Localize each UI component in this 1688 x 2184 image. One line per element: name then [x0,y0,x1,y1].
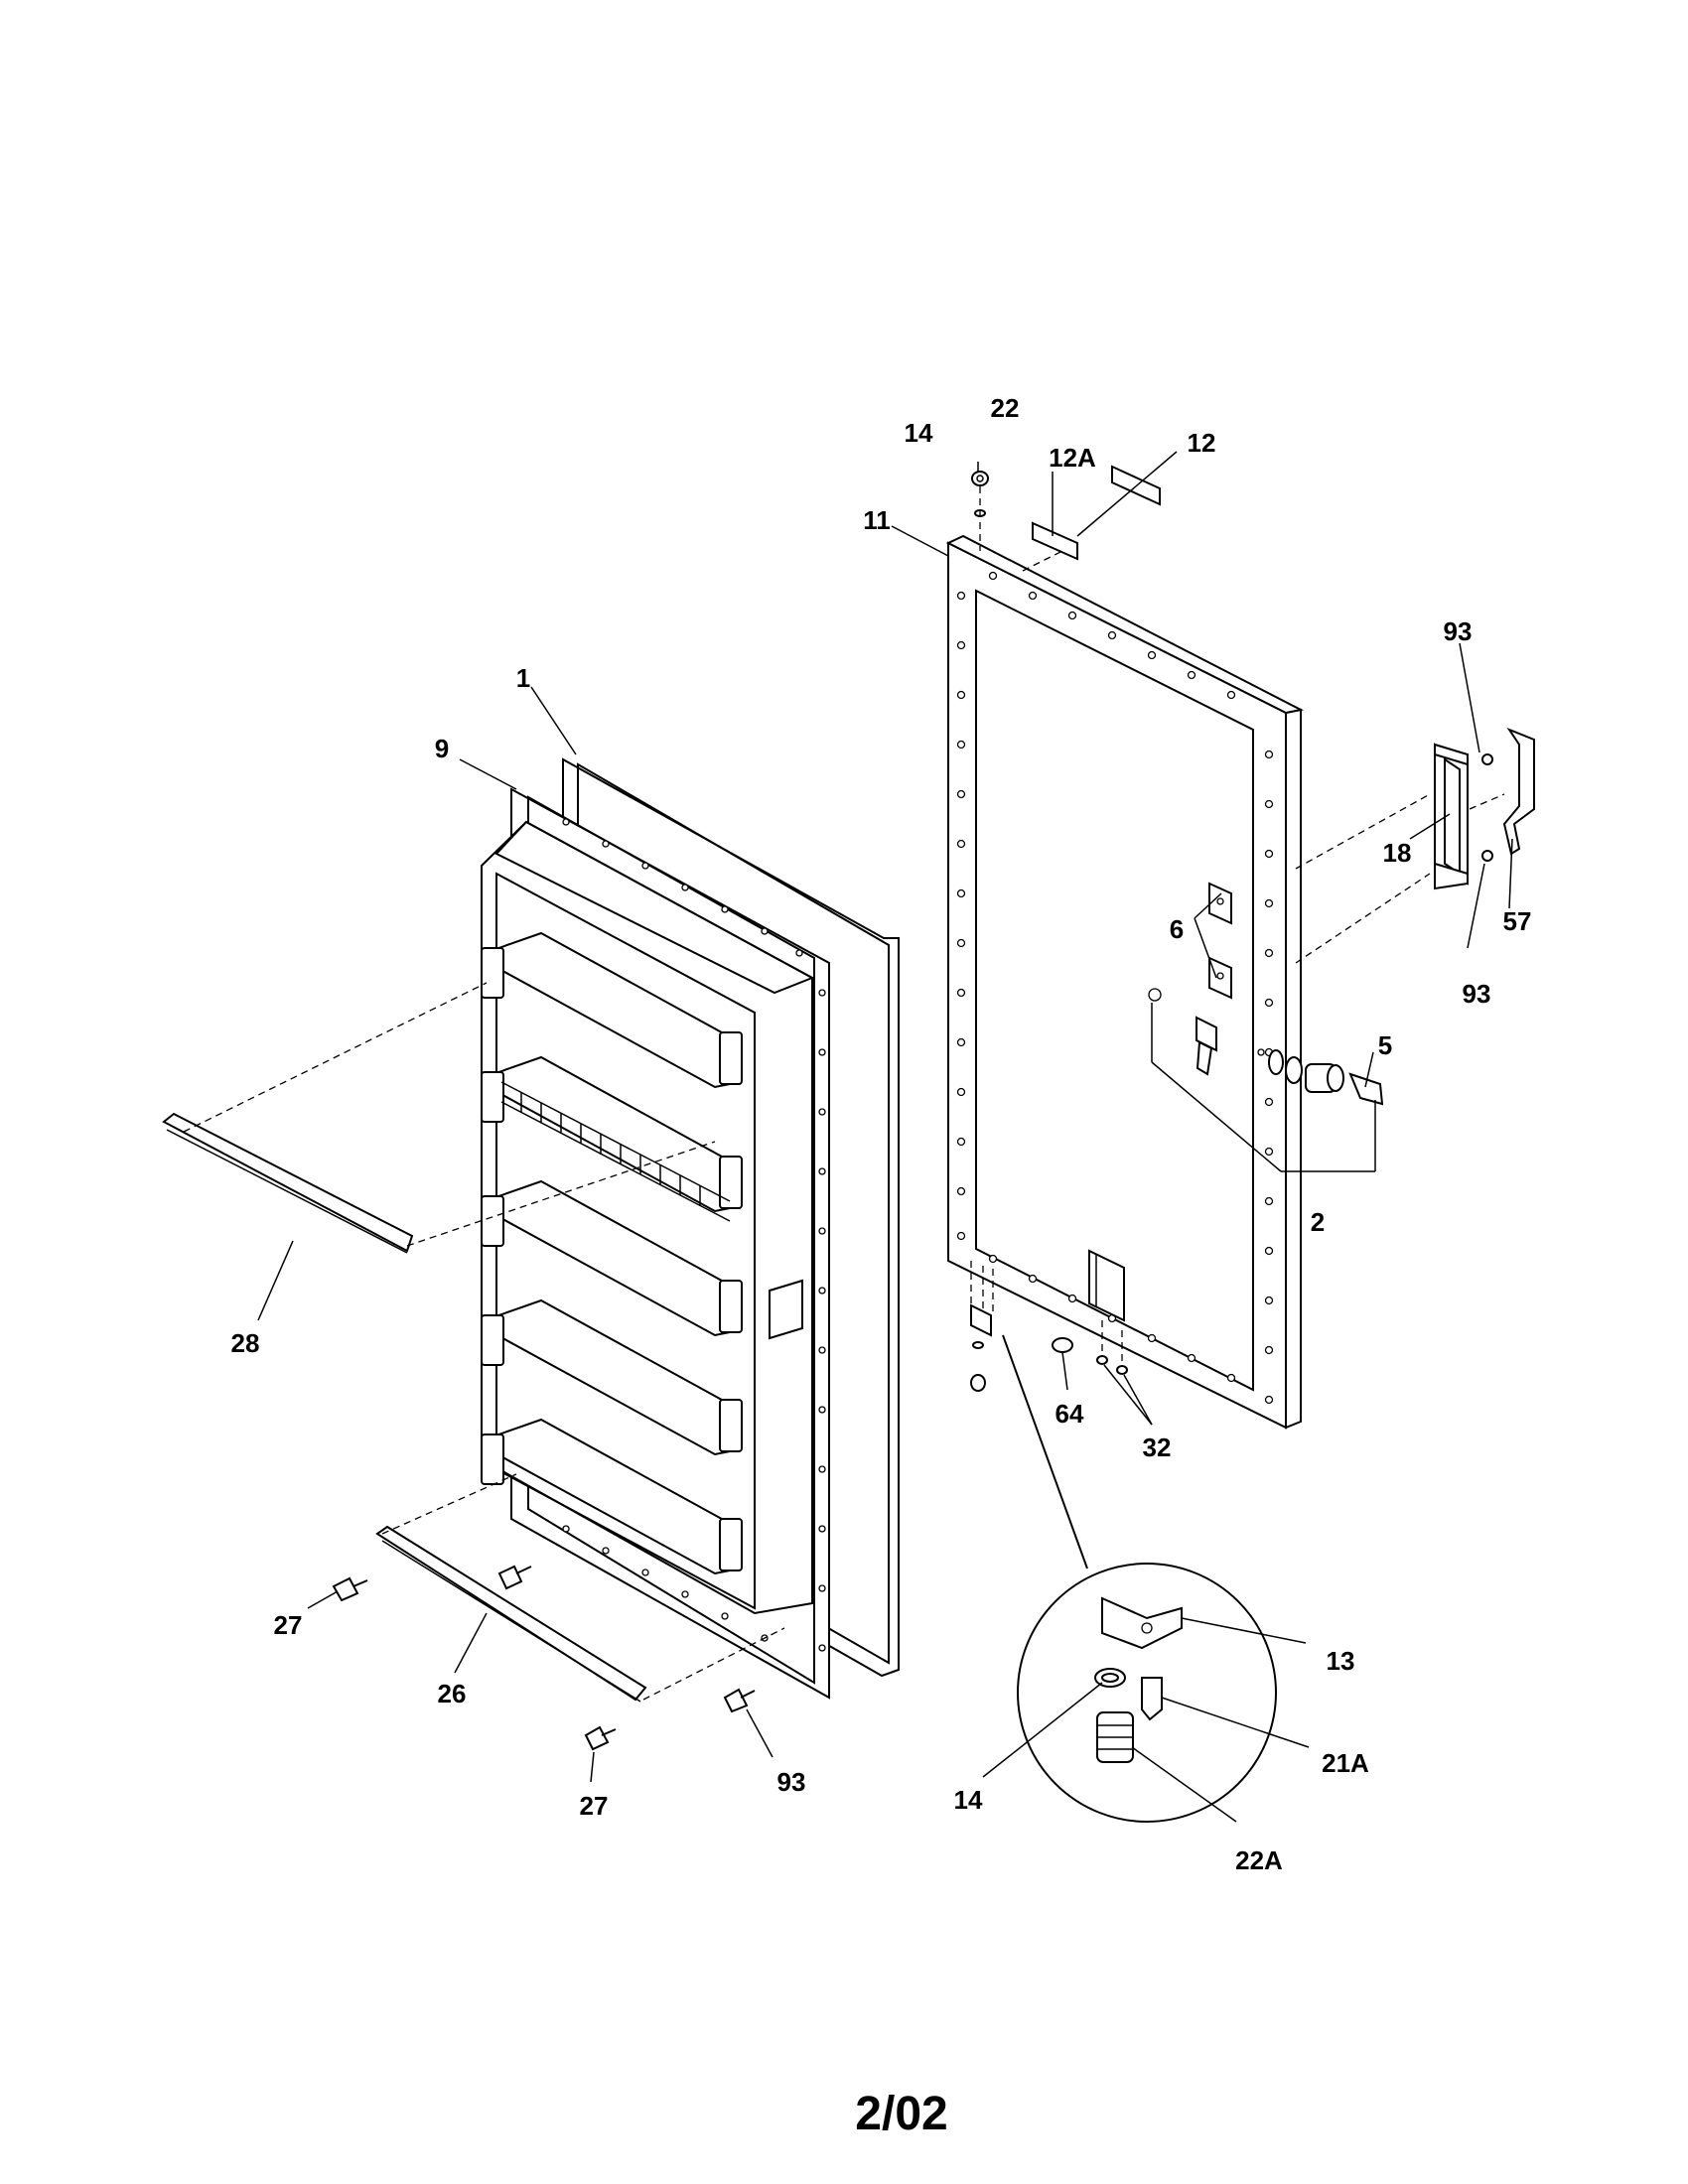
part-label-27: 27 [274,1610,303,1640]
part-label-93: 93 [1463,979,1491,1009]
shelf-grill [500,1081,731,1222]
part-label-22a: 22A [1235,1845,1283,1875]
handle-assembly [1295,727,1535,964]
part-label-32: 32 [1143,1433,1172,1462]
part-label-9: 9 [435,734,449,763]
part-label-28: 28 [231,1328,260,1358]
bottom-rail-26 [375,1473,785,1703]
outer-door-panel [945,534,1384,1430]
part-label-5: 5 [1378,1030,1392,1060]
shelf-rail-28 [162,982,716,1254]
latch-assembly [1148,988,1384,1106]
label-12a-plate [1032,521,1078,561]
part-labels: 22 14 12A 12 11 93 1 9 18 57 6 93 5 2 28… [231,393,1532,1875]
part-label-27: 27 [580,1791,609,1821]
part-label-12: 12 [1188,428,1216,458]
part-label-93: 93 [1444,616,1473,646]
top-fasteners [971,465,1161,572]
part-label-2: 2 [1311,1207,1325,1237]
screws-27-93 [332,1565,756,1751]
part-label-18: 18 [1383,838,1412,868]
part-label-11: 11 [863,505,891,535]
detail-callout [1002,1334,1277,1823]
inner-liner [481,820,815,1615]
date-code: 2/02 [855,2088,947,2140]
part-label-12a: 12A [1049,443,1096,473]
leader-lines [257,451,1513,1823]
part-label-64: 64 [1055,1399,1084,1429]
panel-holes [956,571,1274,1405]
part-label-14: 14 [954,1785,983,1815]
bottom-panel-fasteners [970,1261,1128,1392]
part-label-14: 14 [905,418,933,448]
part-label-22: 22 [991,393,1020,423]
part-label-1: 1 [516,663,530,693]
part-label-13: 13 [1327,1646,1355,1676]
frame-holes [562,818,826,1652]
part-label-6: 6 [1170,914,1184,944]
part-label-21a: 21A [1322,1748,1369,1778]
part-label-93: 93 [777,1767,806,1797]
part-label-26: 26 [438,1679,467,1708]
hinge-brackets [1208,882,1232,1000]
part-label-57: 57 [1503,906,1532,936]
